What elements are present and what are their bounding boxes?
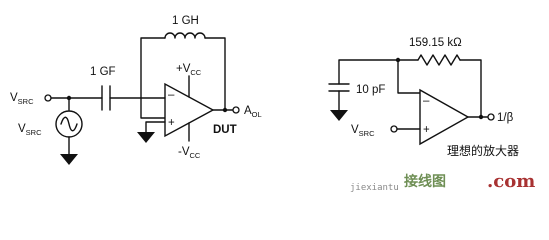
rf-right-wire [459, 59, 482, 118]
feedback-right-wire [204, 37, 226, 111]
right-input-terminal [390, 125, 398, 133]
cap-top-wire [338, 59, 399, 85]
negative-supply-label: -VCC [178, 146, 201, 160]
ideal-opamp-symbol [419, 88, 470, 146]
output-aol-label: AOL [244, 105, 262, 119]
schematic-canvas: – + 1 GH 1 GF VSRC VSRC +VCC -VCC DUT AO… [10, 15, 535, 193]
sine-wave-icon [60, 116, 78, 132]
schematic-svg: – + 1 GH 1 GF VSRC VSRC +VCC -VCC DUT AO… [10, 15, 535, 193]
resistor-label: 159.15 kΩ [409, 37, 462, 49]
source-ground-icon [60, 154, 78, 165]
input-capacitor-1gf [101, 85, 111, 111]
feedback-resistor-symbol [417, 54, 461, 66]
dut-loop-gain-circuit: – + 1 GH 1 GF VSRC VSRC +VCC -VCC DUT AO… [10, 15, 262, 165]
output-terminal [232, 106, 240, 114]
positive-supply-label: +VCC [176, 63, 202, 77]
feedback-left-wire [140, 37, 166, 99]
noninv-input-wire [109, 97, 166, 119]
noninv-ground-wire [145, 121, 166, 133]
dut-noninverting-sign: + [168, 117, 175, 129]
noninv-ground-icon [137, 132, 155, 143]
dut-inverting-sign: – [168, 89, 175, 101]
watermark: jiexiantu 接线图 .com [350, 171, 535, 193]
watermark-site-name: 接线图 [404, 173, 446, 190]
right-vsrc-label: VSRC [351, 124, 375, 138]
watermark-domain-text: jiexiantu [350, 183, 399, 193]
input-terminal [44, 94, 52, 102]
capacitor-10pf-label: 10 pF [356, 84, 385, 96]
inductor-label: 1 GH [172, 15, 199, 27]
inductor-1gh-symbol [164, 32, 206, 39]
capacitor-10pf-symbol [328, 83, 350, 92]
dut-label: DUT [213, 124, 237, 136]
watermark-dotcom: .com [487, 171, 535, 192]
rf-left-wire [397, 59, 421, 94]
ideal-amplifier-caption: 理想的放大器 [447, 143, 519, 158]
capacitor-label: 1 GF [90, 66, 116, 78]
source-vsrc-label: VSRC [18, 123, 42, 137]
input-vsrc-label: VSRC [10, 92, 34, 106]
ideal-noninverting-sign: + [423, 124, 430, 136]
ideal-amplifier-circuit: – + 159.15 kΩ 10 pF VSRC 1/β 理想的放大器 [328, 37, 519, 158]
one-over-beta-label: 1/β [497, 112, 514, 124]
ideal-inverting-sign: – [423, 95, 430, 107]
right-output-terminal [487, 113, 495, 121]
cap-ground-icon [330, 110, 348, 121]
